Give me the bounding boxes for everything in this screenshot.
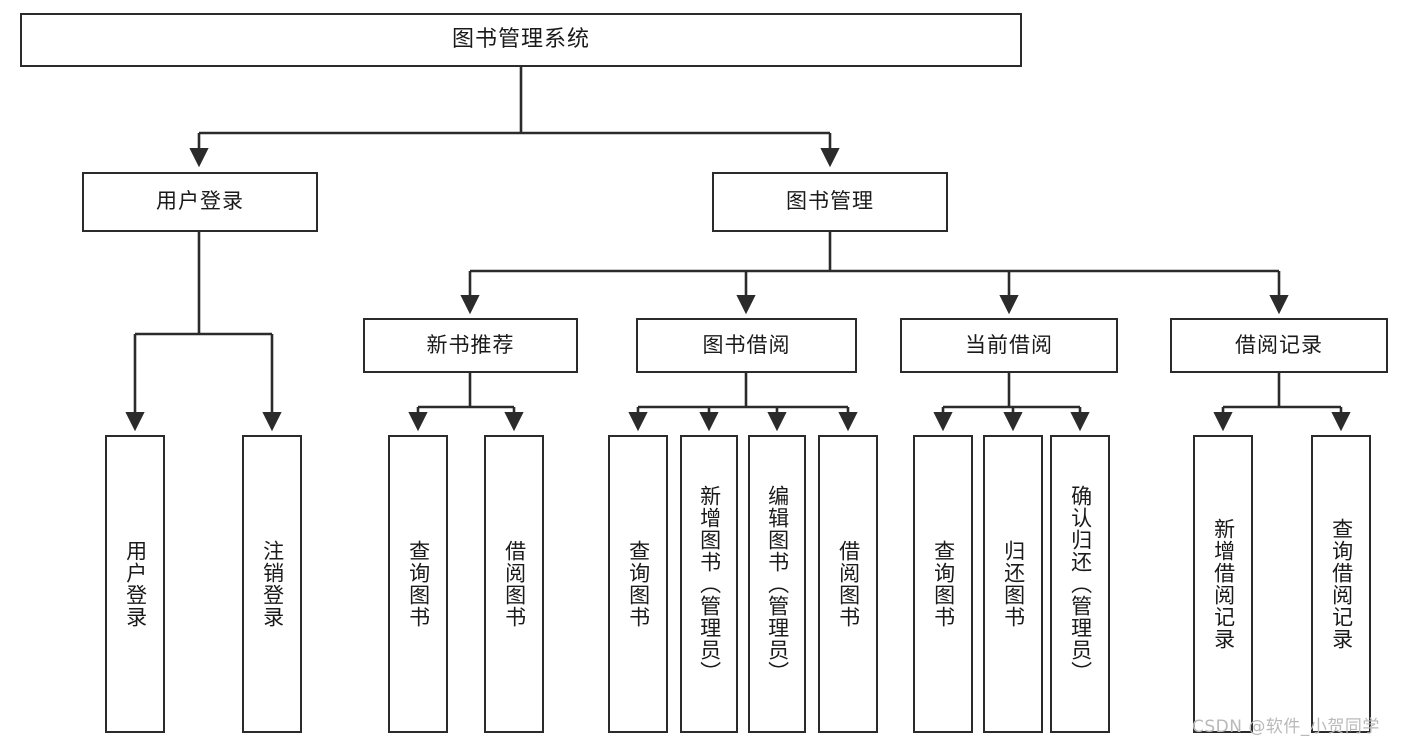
node-book-borrow[interactable]: 图书借阅	[636, 318, 857, 373]
node-current-borrow[interactable]: 当前借阅	[900, 318, 1118, 373]
leaf-logout[interactable]: 注销登录	[242, 435, 302, 733]
leaf-borrow-book[interactable]: 借阅图书	[818, 435, 878, 733]
leaf-query-book-borrow[interactable]: 查询图书	[608, 435, 668, 733]
watermark: CSDN @软件_小贺同学	[1192, 717, 1380, 737]
leaf-query-book-borrow-label: 查询图书	[626, 540, 651, 628]
leaf-borrow-book-recommend[interactable]: 借阅图书	[484, 435, 544, 733]
leaf-query-borrow-record[interactable]: 查询借阅记录	[1311, 435, 1371, 733]
leaf-add-book-admin[interactable]: 新增图书（管理员）	[680, 435, 738, 733]
node-user-login[interactable]: 用户登录	[82, 172, 318, 232]
node-current-borrow-label: 当前借阅	[965, 332, 1053, 357]
leaf-query-book-recommend-label: 查询图书	[406, 540, 431, 628]
node-new-book-recommend-label: 新书推荐	[426, 332, 515, 357]
node-book-management[interactable]: 图书管理	[712, 172, 948, 232]
leaf-user-login-label: 用户登录	[123, 540, 148, 628]
leaf-add-borrow-record-label: 新增借阅记录	[1211, 518, 1236, 650]
leaf-add-book-admin-label: 新增图书（管理员）	[697, 485, 722, 683]
leaf-confirm-return-admin-label: 确认归还（管理员）	[1068, 485, 1093, 683]
node-new-book-recommend[interactable]: 新书推荐	[363, 318, 578, 373]
leaf-query-book-recommend[interactable]: 查询图书	[388, 435, 448, 733]
node-root[interactable]: 图书管理系统	[20, 13, 1022, 67]
leaf-edit-book-admin[interactable]: 编辑图书（管理员）	[748, 435, 806, 733]
leaf-query-book-current-label: 查询图书	[931, 540, 956, 628]
leaf-query-borrow-record-label: 查询借阅记录	[1329, 518, 1354, 650]
node-borrow-record-label: 借阅记录	[1235, 332, 1323, 357]
leaf-logout-label: 注销登录	[260, 540, 285, 628]
node-root-label: 图书管理系统	[451, 26, 590, 52]
leaf-edit-book-admin-label: 编辑图书（管理员）	[765, 485, 790, 683]
leaf-borrow-book-recommend-label: 借阅图书	[502, 540, 527, 628]
node-user-login-label: 用户登录	[156, 189, 244, 214]
leaf-confirm-return-admin[interactable]: 确认归还（管理员）	[1050, 435, 1110, 733]
leaf-query-book-current[interactable]: 查询图书	[913, 435, 973, 733]
leaf-borrow-book-label: 借阅图书	[836, 540, 861, 628]
leaf-user-login[interactable]: 用户登录	[105, 435, 165, 733]
leaf-add-borrow-record[interactable]: 新增借阅记录	[1193, 435, 1253, 733]
node-book-management-label: 图书管理	[786, 189, 874, 214]
leaf-return-book[interactable]: 归还图书	[983, 435, 1043, 733]
node-book-borrow-label: 图书借阅	[702, 332, 791, 357]
leaf-return-book-label: 归还图书	[1001, 540, 1026, 628]
node-borrow-record[interactable]: 借阅记录	[1170, 318, 1388, 373]
